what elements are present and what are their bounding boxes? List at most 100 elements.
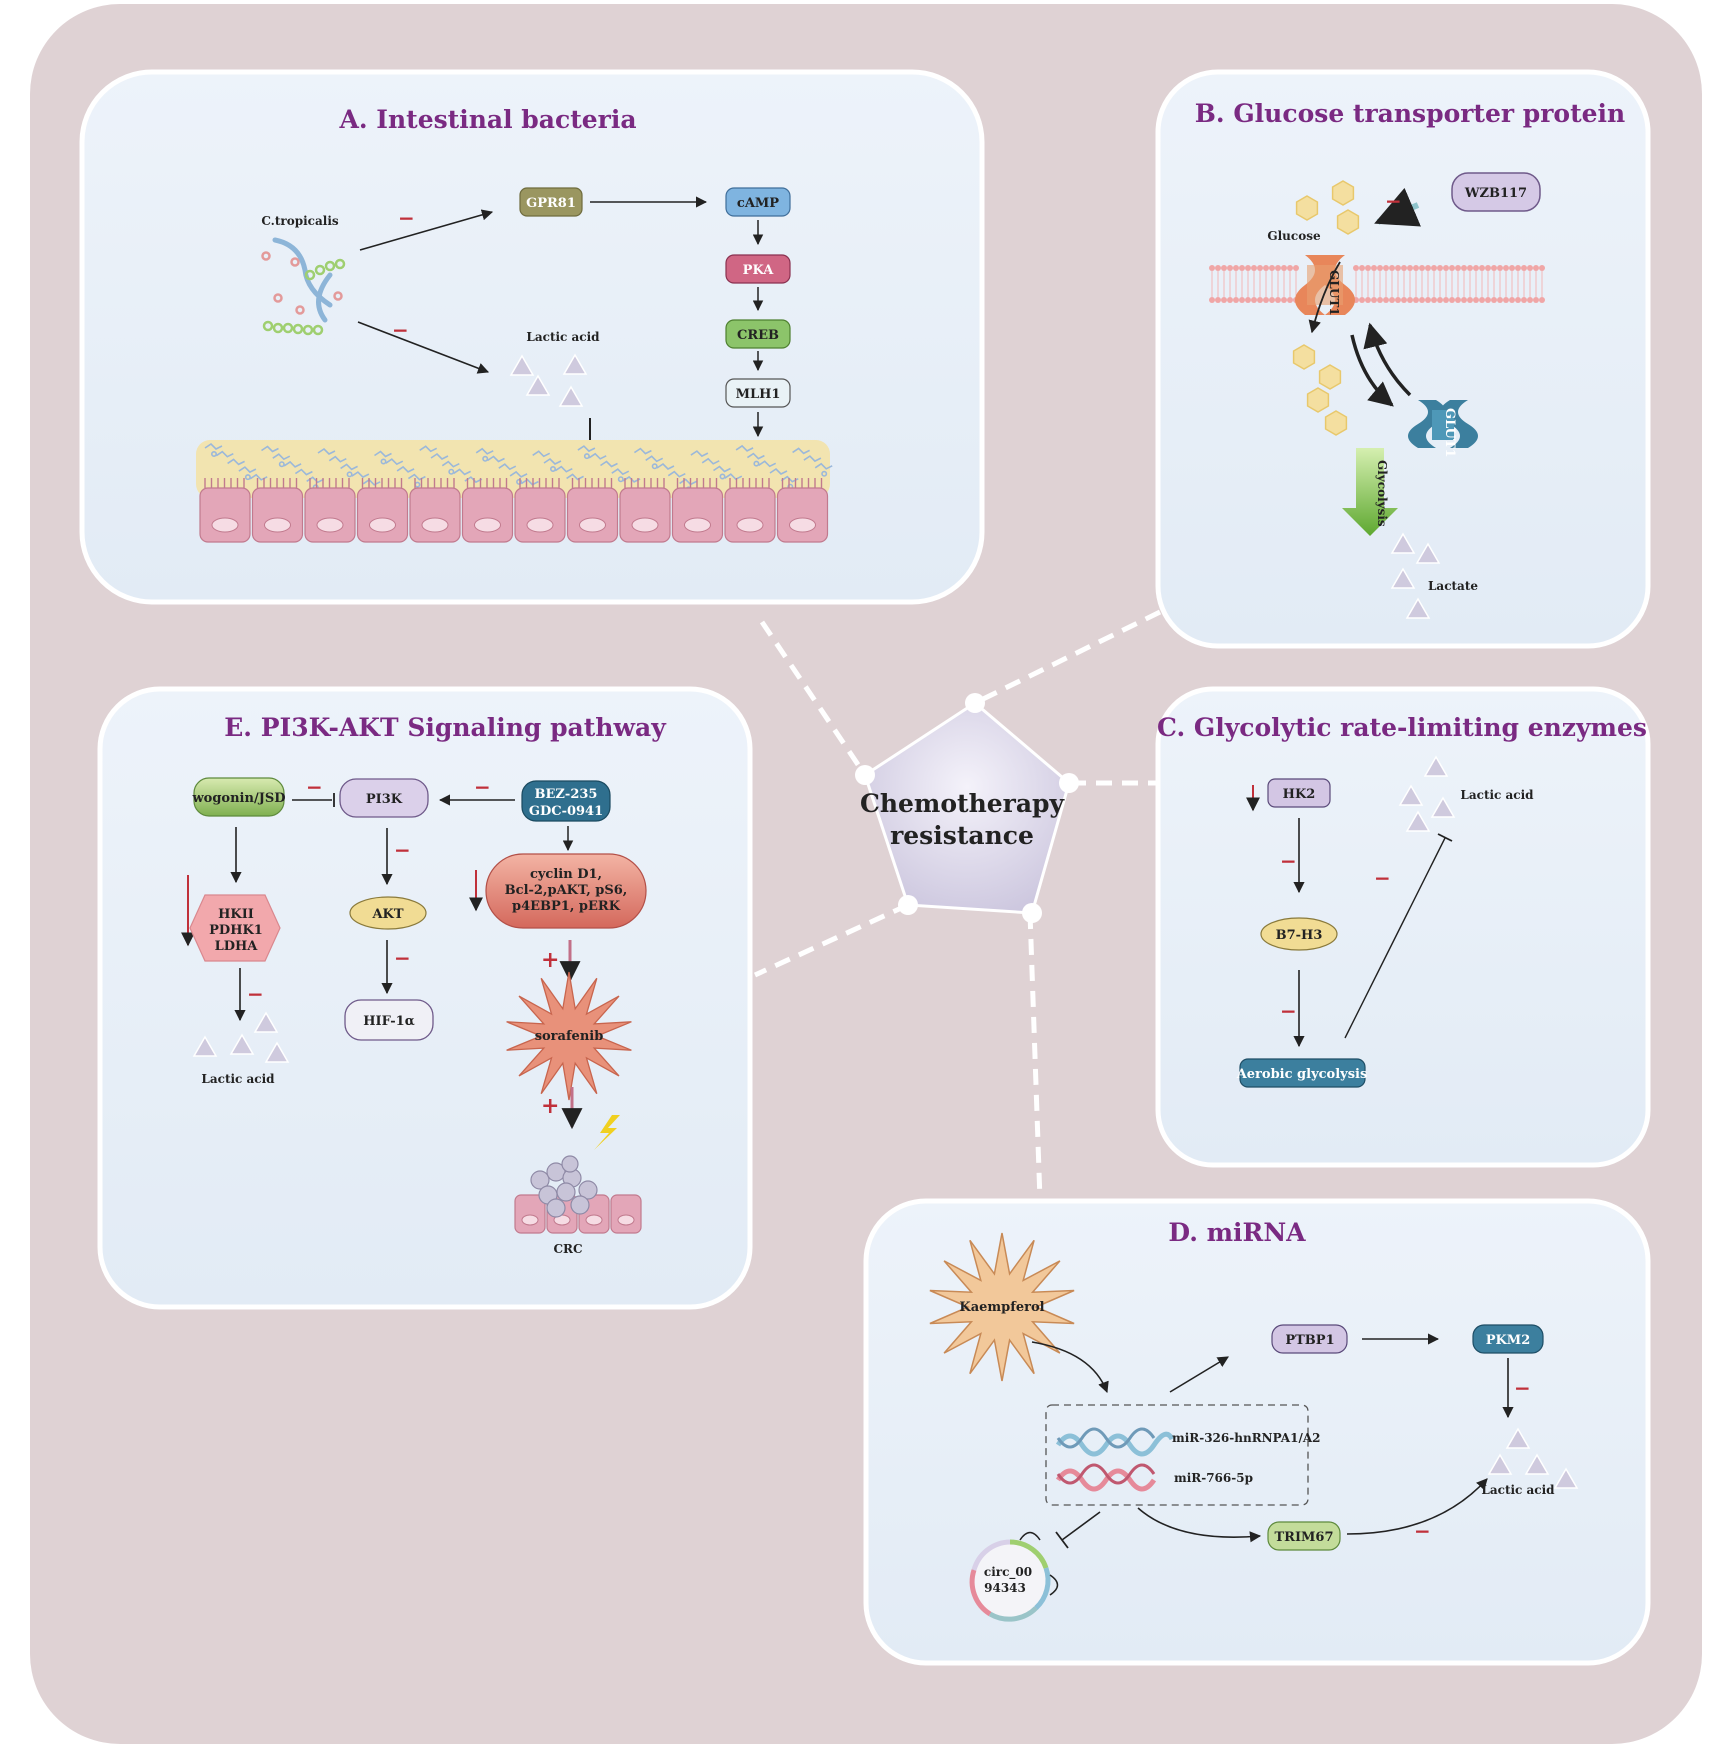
wogonin-label: wogonin/JSD <box>191 791 285 806</box>
panel-e-title: E. PI3K-AKT Signaling pathway <box>224 713 667 742</box>
intestine-illustration <box>196 440 833 543</box>
minus-d2: − <box>1414 1519 1431 1543</box>
mlh1-node <box>725 378 791 408</box>
lactate-label: Lactate <box>1428 579 1478 593</box>
glycolysis-label: Glycolysis <box>1375 460 1389 527</box>
kaempferol-star <box>929 1232 1075 1382</box>
cell-membrane <box>1209 265 1545 303</box>
minus-a2: − <box>392 318 409 342</box>
lactic-label-c: Lactic acid <box>1460 788 1534 802</box>
cyclin-label-1: cyclin D1, <box>530 867 602 882</box>
hk-enzymes-hex <box>189 894 281 962</box>
lightning-icon <box>594 1115 620 1150</box>
minus-e1: − <box>306 775 323 799</box>
connector-lines <box>753 609 1163 1201</box>
minus-e3: − <box>247 982 264 1006</box>
aerobic-glycolysis-node <box>1239 1058 1366 1088</box>
gpr81-node <box>519 187 583 217</box>
panel-a-title: A. Intestinal bacteria <box>338 105 636 134</box>
wzb117-label: WZB117 <box>1464 186 1527 201</box>
glycolysis-arrow <box>1342 448 1398 536</box>
panel-c-title: C. Glycolytic rate-limiting enzymes <box>1157 713 1647 742</box>
mir766-helix <box>1055 1468 1157 1492</box>
mir766-label: miR-766-5p <box>1174 1471 1253 1485</box>
panel-e: E. PI3K-AKT Signaling pathway wogonin/JS… <box>97 686 753 1310</box>
minus-b: − <box>1385 189 1402 213</box>
panel-d-title: D. miRNA <box>1168 1218 1306 1247</box>
creb-label: CREB <box>737 328 779 343</box>
circrna-label-line2: 94343 <box>984 1581 1026 1595</box>
crc-label: CRC <box>553 1242 582 1256</box>
pkm2-node <box>1472 1324 1544 1354</box>
minus-c2: − <box>1280 999 1297 1023</box>
center-line1: Chemotherapy <box>860 789 1066 818</box>
akt-node <box>349 896 427 930</box>
plus-e2: + <box>541 1093 559 1119</box>
mlh1-label: MLH1 <box>736 387 781 402</box>
glut1-label-vesicle: GLUT1 <box>1442 408 1457 458</box>
trim67-node <box>1267 1521 1341 1551</box>
pi3k-label: PI3K <box>366 792 403 807</box>
minus-e2: − <box>474 775 491 799</box>
gpr81-label: GPR81 <box>526 196 576 211</box>
glut1-membrane: GLUT1 <box>1295 255 1355 316</box>
b7h3-node <box>1260 917 1338 951</box>
pkm2-label: PKM2 <box>1486 1333 1531 1348</box>
hk2-label: HK2 <box>1283 787 1316 802</box>
bez235-label-line1: BEZ-235 <box>535 787 598 802</box>
pi3k-node <box>339 778 429 818</box>
hk-label-2: PDHK1 <box>209 923 263 938</box>
aerobic-glycolysis-label: Aerobic glycolysis <box>1236 1067 1368 1082</box>
cyclin-label-2: Bcl-2,pAKT, pS6, <box>505 883 628 898</box>
mir326-label: miR-326-hnRNPA1/A2 <box>1172 1431 1320 1445</box>
glut1-label-membrane: GLUT1 <box>1327 270 1341 316</box>
center-pentagon: Chemotherapy resistance <box>855 693 1079 923</box>
minus-c3: − <box>1374 866 1391 890</box>
circrna-label-line1: circ_00 <box>984 1565 1032 1580</box>
minus-e4: − <box>394 838 411 862</box>
circrna-icon: circ_00 94343 <box>969 1531 1059 1622</box>
panel-c: C. Glycolytic rate-limiting enzymes HK2 … <box>1155 686 1651 1168</box>
ptbp1-label: PTBP1 <box>1285 1333 1334 1348</box>
lactic-label-a: Lactic acid <box>526 330 600 344</box>
panel-b: B. Glucose transporter protein WZB117 − … <box>1155 69 1651 649</box>
cyclin-label-3: p4EBP1, pERK <box>512 899 621 914</box>
hif1a-label: HIF-1α <box>363 1014 414 1029</box>
center-line2: resistance <box>890 821 1034 850</box>
wzb117-node <box>1451 172 1541 212</box>
panel-d: D. miRNA Kaempferol miR-326-hnRNPA1/A2 m… <box>863 1198 1651 1666</box>
bacteria-icon <box>261 237 346 336</box>
hk2-node <box>1267 778 1331 808</box>
bez235-node <box>521 780 611 822</box>
bez235-label-line2: GDC-0941 <box>529 804 603 819</box>
plus-e1: + <box>541 947 559 973</box>
hk-label-1: HKII <box>218 907 254 922</box>
ptbp1-node <box>1271 1324 1348 1354</box>
minus-e5: − <box>394 946 411 970</box>
akt-label: AKT <box>371 907 403 922</box>
glucose-label: Glucose <box>1267 229 1321 243</box>
hk-label-3: LDHA <box>215 939 259 954</box>
b7h3-label: B7-H3 <box>1276 928 1323 943</box>
lactic-label-d: Lactic acid <box>1481 1483 1555 1497</box>
cyclin-node <box>485 853 647 929</box>
crc-illustration <box>514 1155 642 1234</box>
panel-b-title: B. Glucose transporter protein <box>1195 99 1625 128</box>
minus-d1: − <box>1514 1376 1531 1400</box>
glut1-vesicle: GLUT1 <box>1408 400 1478 458</box>
panel-a: A. Intestinal bacteria C.tropicalis − − … <box>79 69 985 605</box>
minus-c1: − <box>1280 849 1297 873</box>
mirna-box <box>1045 1404 1309 1506</box>
pka-node <box>725 254 791 284</box>
minus-a1: − <box>398 206 415 230</box>
sorafenib-star <box>506 971 632 1101</box>
camp-node <box>725 187 791 217</box>
lactic-label-e: Lactic acid <box>201 1072 275 1086</box>
sorafenib-label: sorafenib <box>535 1029 604 1044</box>
bacteria-label: C.tropicalis <box>261 214 339 228</box>
hif1a-node <box>344 999 434 1041</box>
kaempferol-label: Kaempferol <box>959 1300 1044 1315</box>
trim67-label: TRIM67 <box>1274 1530 1333 1545</box>
